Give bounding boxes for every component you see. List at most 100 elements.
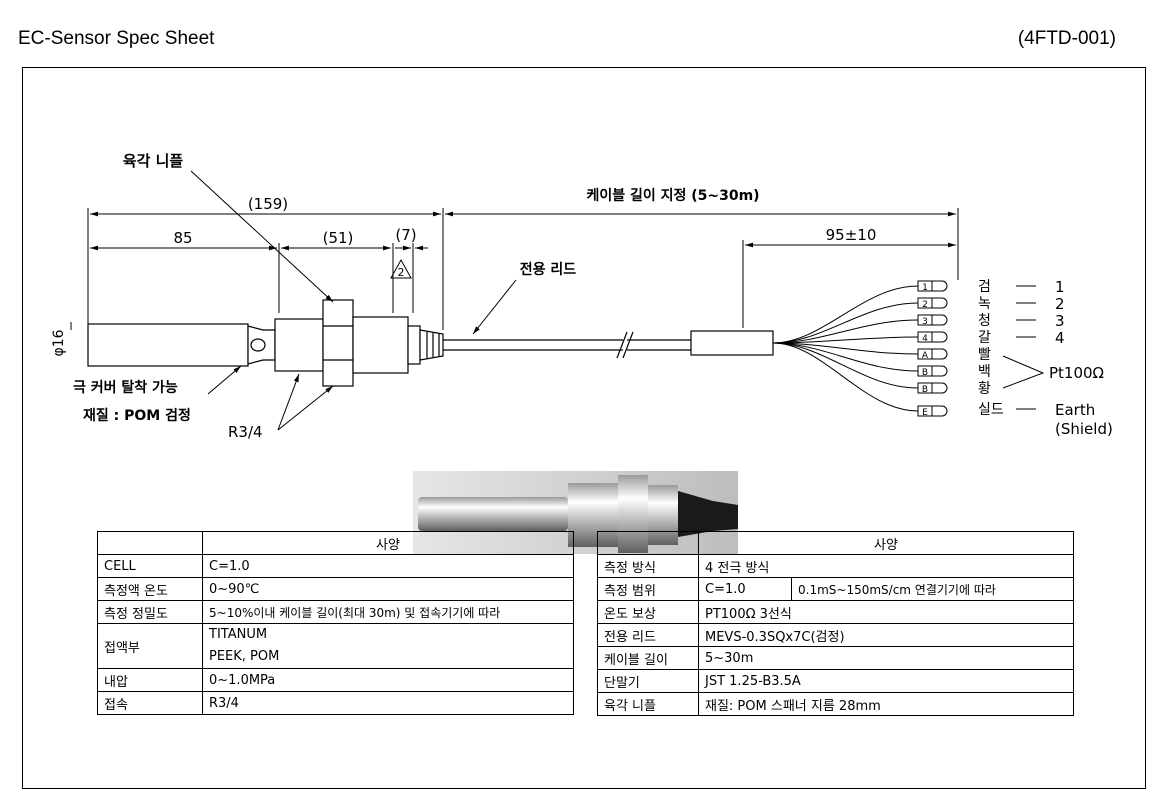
spec-left-header: 사양	[202, 531, 574, 555]
drawing-frame: 85 (159) (51) (7) 케이블 길이 지정 (5~30m) 95±1…	[22, 67, 1146, 789]
terminal-box	[917, 297, 933, 309]
spec-value-line: TITANUM	[209, 627, 268, 642]
spec-value: C=1.0	[698, 577, 792, 601]
wire	[772, 342, 919, 372]
terminal-box	[917, 405, 933, 417]
terminal-tag: 2	[922, 300, 928, 310]
wire	[772, 336, 919, 344]
terminal-tag: B	[922, 368, 928, 378]
wire	[772, 302, 919, 344]
thread-note: R3/4	[228, 423, 263, 441]
cable-length-label: 케이블 길이 지정 (5~30m)	[586, 187, 759, 204]
table-row: 접액부 TITANUM PEEK, POM	[97, 623, 574, 669]
spec-table-right: 사양 측정 방식 4 전극 방식 측정 범위 C=1.0 0.1mS~150mS…	[597, 531, 1074, 716]
cable	[443, 330, 774, 359]
dim-body-length: 85	[173, 229, 192, 247]
terminal-tag: 4	[922, 334, 928, 344]
spec-value: 재질: POM 스패너 지름 28mm	[698, 692, 1074, 716]
wire	[772, 342, 919, 355]
terminal-tag: A	[922, 351, 929, 361]
document-number: (4FTD-001)	[1017, 28, 1116, 49]
table-row: 측정 정밀도 5~10%이내 케이블 길이(최대 30m) 및 접속기기에 따라	[97, 600, 574, 624]
spec-value: TITANUM PEEK, POM	[202, 623, 574, 669]
lead-length-label: 95±10	[826, 226, 877, 244]
wire-color-2: 녹	[978, 296, 991, 312]
wire-color-4: 갈	[978, 330, 991, 346]
table-row: 온도 보상 PT100Ω 3선식	[597, 600, 1074, 624]
terminal-ring-icon	[932, 280, 948, 292]
spec-left-corner	[97, 531, 203, 555]
table-row: 육각 니플 재질: POM 스패너 지름 28mm	[597, 692, 1074, 716]
wire-func-4: 4	[1055, 329, 1065, 347]
wire-color-3: 청	[978, 313, 991, 329]
spec-value-line: PEEK, POM	[209, 649, 280, 664]
sensor-drawing: 85 (159) (51) (7) 케이블 길이 지정 (5~30m) 95±1…	[51, 152, 1113, 441]
spec-value: PT100Ω 3선식	[698, 600, 1074, 624]
terminal-box	[917, 365, 933, 377]
spec-value-extra: 0.1mS~150mS/cm 연결기기에 따라	[791, 577, 1074, 601]
page-title: EC-Sensor Spec Sheet	[18, 28, 215, 49]
dim-total-length: (159)	[248, 195, 288, 213]
revision-mark: 2	[398, 266, 405, 279]
wire	[772, 319, 919, 344]
table-row: 접속 R3/4	[97, 691, 574, 715]
spec-label: 내압	[97, 668, 203, 692]
terminal-tag: E	[922, 408, 928, 418]
pt100-label: Pt100Ω	[1049, 364, 1104, 382]
terminal-ring-icon	[932, 405, 948, 417]
dim-small-length: (7)	[395, 226, 416, 244]
terminal-ring-icon	[932, 331, 948, 343]
wire	[772, 285, 919, 344]
wire-functions: 1 2 3 4 Pt100Ω Earth (Shield)	[1049, 278, 1113, 438]
spec-label: 접속	[97, 691, 203, 715]
wire-func-2: 2	[1055, 295, 1065, 313]
terminal-ring-icon	[932, 365, 948, 377]
dim-diameter: φ16	[51, 329, 67, 356]
wire-labels: 검 녹 청 갈 빨 백 황 실드	[978, 279, 1004, 418]
spec-label: 측정액 온도	[97, 577, 203, 601]
spec-label: 케이블 길이	[597, 646, 699, 670]
leader-lines	[190, 170, 517, 431]
terminal-box	[917, 348, 933, 360]
spec-value: 5~10%이내 케이블 길이(최대 30m) 및 접속기기에 따라	[202, 600, 574, 624]
terminal-box	[917, 314, 933, 326]
table-row: 측정 범위 C=1.0 0.1mS~150mS/cm 연결기기에 따라	[597, 577, 1074, 601]
wire-color-5: 빨	[978, 347, 991, 363]
wire-color-6: 백	[978, 364, 991, 380]
spec-value: MEVS-0.3SQx7C(검정)	[698, 623, 1074, 647]
terminal-ring-icon	[932, 297, 948, 309]
shield-label: (Shield)	[1055, 420, 1113, 438]
spec-value: C=1.0	[202, 554, 574, 578]
terminal-ring-icon	[932, 348, 948, 360]
extension-lines	[87, 208, 959, 330]
spec-label: CELL	[97, 554, 203, 578]
terminal-box	[917, 382, 933, 394]
table-row: 측정액 온도 0~90℃	[97, 577, 574, 601]
terminal-tag: 1	[922, 283, 928, 293]
spec-label: 측정 정밀도	[97, 600, 203, 624]
spec-value: 0~1.0MPa	[202, 668, 574, 692]
spec-value: 0~90℃	[202, 577, 574, 601]
spec-label: 단말기	[597, 669, 699, 693]
table-row: 전용 리드 MEVS-0.3SQx7C(검정)	[597, 623, 1074, 647]
dimension-lines	[70, 211, 956, 330]
spec-right-header: 사양	[698, 531, 1074, 555]
spec-value: 4 전극 방식	[698, 554, 1074, 578]
terminal-ring-icon	[932, 314, 948, 326]
table-row: CELL C=1.0	[97, 554, 574, 578]
spec-value: 5~30m	[698, 646, 1074, 670]
table-row: 측정 방식 4 전극 방식	[597, 554, 1074, 578]
sensor-body	[87, 299, 444, 387]
wire	[772, 342, 919, 389]
table-row: 내압 0~1.0MPa	[97, 668, 574, 692]
table-row: 단말기 JST 1.25-B3.5A	[597, 669, 1074, 693]
spec-right-corner	[597, 531, 699, 555]
spec-label: 접액부	[97, 623, 203, 669]
wire-func-1: 1	[1055, 278, 1065, 296]
revision-triangle-icon	[390, 258, 412, 279]
spec-label: 온도 보상	[597, 600, 699, 624]
terminal-box	[917, 280, 933, 292]
wire-color-7: 황	[978, 381, 991, 397]
spec-value: R3/4	[202, 691, 574, 715]
